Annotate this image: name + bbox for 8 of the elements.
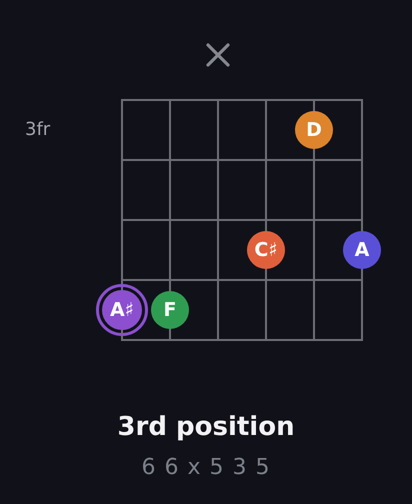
note-dot: A: [343, 231, 381, 269]
fingering-text: 6 6 x 5 3 5: [140, 457, 272, 479]
note-dot: C♯: [247, 231, 285, 269]
position-title: 3rd position: [116, 414, 296, 440]
note-dot: D: [295, 111, 333, 149]
fret-number: 3fr: [25, 121, 50, 139]
root-note-dot: A♯: [96, 284, 148, 336]
note-dot: F: [151, 291, 189, 329]
